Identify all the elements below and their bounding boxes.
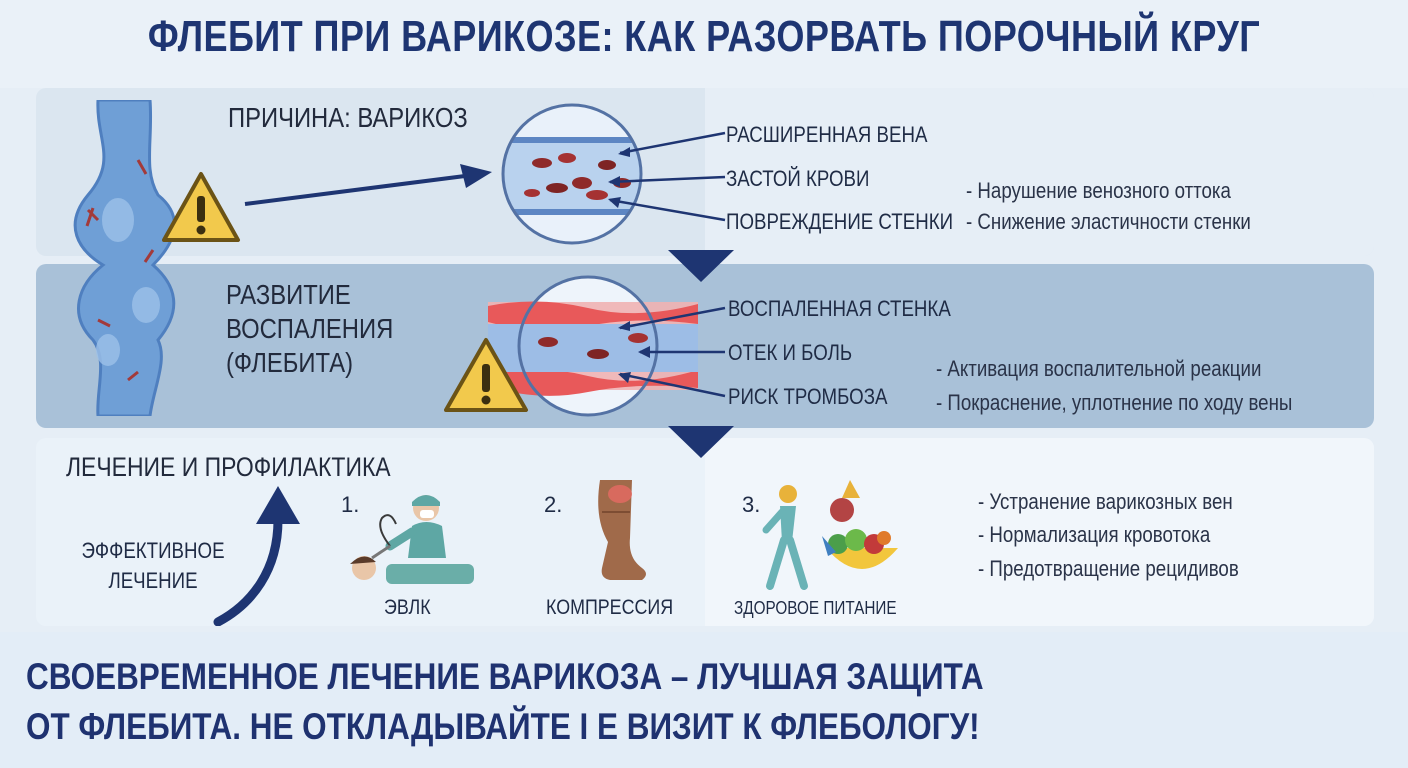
- item-3-caption: ЗДОРОВОЕ ПИТАНИЕ: [734, 598, 897, 618]
- effective-line-2: ЛЕЧЕНИЕ: [108, 568, 198, 593]
- label-dilated-vein: РАСШИРЕННАЯ ВЕНА: [726, 122, 928, 147]
- inflammation-heading-line-2: ВОСПАЛЕНИЯ: [226, 313, 394, 344]
- warning-icon-2: [444, 338, 528, 412]
- inflammation-heading-line-1: РАЗВИТИЕ: [226, 279, 351, 310]
- dilated-vein-magnifier: [501, 103, 643, 245]
- laser-procedure-icon: [350, 495, 474, 584]
- cause-bullet-2: - Снижение эластичности стенки: [966, 209, 1251, 234]
- warning-icon: [162, 172, 240, 242]
- cause-bullet-1: - Нарушение венозного оттока: [966, 178, 1231, 203]
- footer-band: [0, 632, 1408, 768]
- treatment-bullet-3: - Предотвращение рецидивов: [978, 556, 1239, 581]
- inflammation-bullet-1: - Активация воспалительной реакции: [936, 356, 1262, 381]
- footer-line-2: ОТ ФЛЕБИТА. НЕ ОТКЛАДЫВАЙТЕ I Е ВИЗИТ К …: [26, 706, 980, 747]
- inflammation-heading: РАЗВИТИЕ ВОСПАЛЕНИЯ (ФЛЕБИТА): [226, 278, 393, 380]
- title-band: [0, 0, 1408, 88]
- item-2-number: 2.: [544, 492, 563, 517]
- treatment-panel-right: [705, 438, 1374, 626]
- item-1-number: 1.: [341, 492, 360, 517]
- inflammation-heading-line-3: (ФЛЕБИТА): [226, 347, 353, 378]
- cause-heading: ПРИЧИНА: ВАРИКОЗ: [228, 102, 468, 133]
- label-wall-damage: ПОВРЕЖДЕНИЕ СТЕНКИ: [726, 209, 954, 234]
- effective-treatment-label: ЭФФЕКТИВНОЕ ЛЕЧЕНИЕ: [68, 536, 238, 596]
- footer-message: СВОЕВРЕМЕННОЕ ЛЕЧЕНИЕ ВАРИКОЗА – ЛУЧШАЯ …: [26, 652, 984, 752]
- inflamed-vein-magnifier: [488, 275, 698, 417]
- compression-stocking-icon: [598, 480, 646, 580]
- item-1-caption: ЭВЛК: [384, 596, 431, 619]
- cause-pointer-lines: [608, 131, 726, 222]
- cause-panel-right: [705, 88, 1374, 256]
- label-inflamed-wall: ВОСПАЛЕННАЯ СТЕНКА: [728, 296, 951, 321]
- curved-up-arrow-icon: [213, 486, 300, 626]
- label-edema-pain: ОТЕК И БОЛЬ: [728, 340, 853, 365]
- item-2-caption: КОМПРЕССИЯ: [546, 596, 674, 619]
- inflammation-panel: [36, 264, 1374, 428]
- treatment-bullet-1: - Устранение варикозных вен: [978, 489, 1233, 514]
- label-thrombosis-risk: РИСК ТРОМБОЗА: [728, 384, 888, 409]
- page-title: ФЛЕБИТ ПРИ ВАРИКОЗЕ: КАК РАЗОРВАТЬ ПОРОЧ…: [147, 12, 1261, 61]
- down-arrow-2: [668, 426, 734, 458]
- varicose-vein-illustration: [73, 100, 176, 416]
- label-blood-stasis: ЗАСТОЙ КРОВИ: [726, 166, 870, 191]
- treatment-heading: ЛЕЧЕНИЕ И ПРОФИЛАКТИКА: [66, 452, 391, 482]
- effective-line-1: ЭФФЕКТИВНОЕ: [81, 538, 225, 563]
- item-3-number: 3.: [742, 492, 761, 517]
- inflammation-pointer-lines: [618, 306, 726, 398]
- inflammation-bullet-2: - Покраснение, уплотнение по ходу вены: [936, 390, 1293, 415]
- cause-arrow: [244, 164, 492, 206]
- down-arrow-1: [668, 250, 734, 282]
- treatment-bullet-2: - Нормализация кровотока: [978, 522, 1211, 547]
- healthy-food-icon: [762, 480, 898, 590]
- footer-line-1: СВОЕВРЕМЕННОЕ ЛЕЧЕНИЕ ВАРИКОЗА – ЛУЧШАЯ …: [26, 656, 984, 697]
